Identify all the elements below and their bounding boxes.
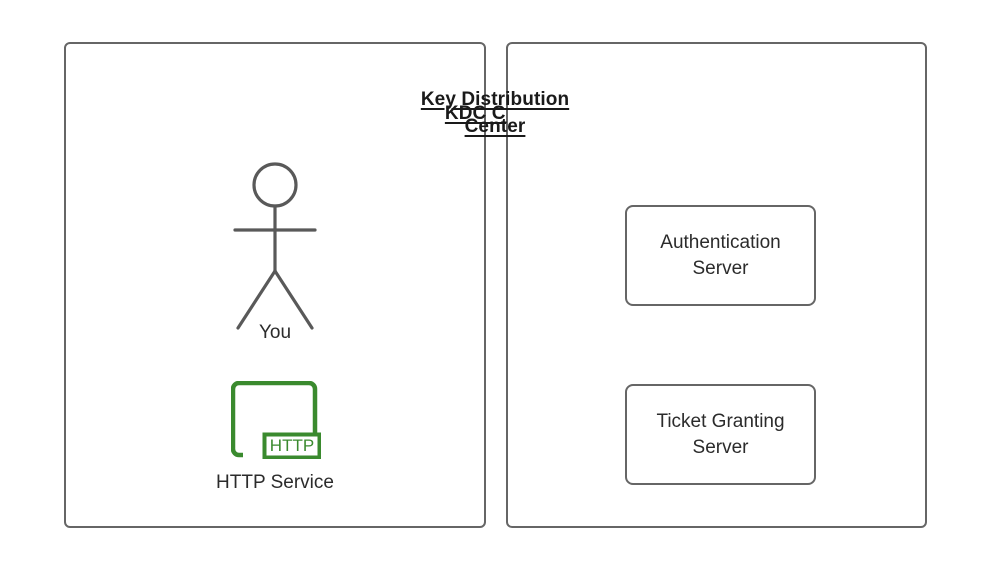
ticket-granting-server-box[interactable]: Ticket Granting Server <box>625 384 816 485</box>
stick-figure-actor <box>205 158 345 338</box>
http-badge-label: HTTP <box>270 436 314 455</box>
http-service-icon: HTTP <box>231 381 321 459</box>
actor-head-icon <box>252 162 298 208</box>
service-frame-shape <box>231 381 318 458</box>
http-badge-outline <box>262 432 321 459</box>
panel-kdc-title-line2: Center <box>464 116 526 137</box>
actor-left-leg-line <box>236 269 277 330</box>
actor-right-leg-line <box>273 269 314 330</box>
authentication-server-box[interactable]: Authentication Server <box>625 205 816 306</box>
panel-kdc-title-line1: Key Distribution <box>420 89 570 110</box>
panel-kdc-title: Key Distribution Center <box>0 86 990 140</box>
actor-label-you: You <box>258 322 292 343</box>
http-service-label: HTTP Service <box>216 472 334 493</box>
